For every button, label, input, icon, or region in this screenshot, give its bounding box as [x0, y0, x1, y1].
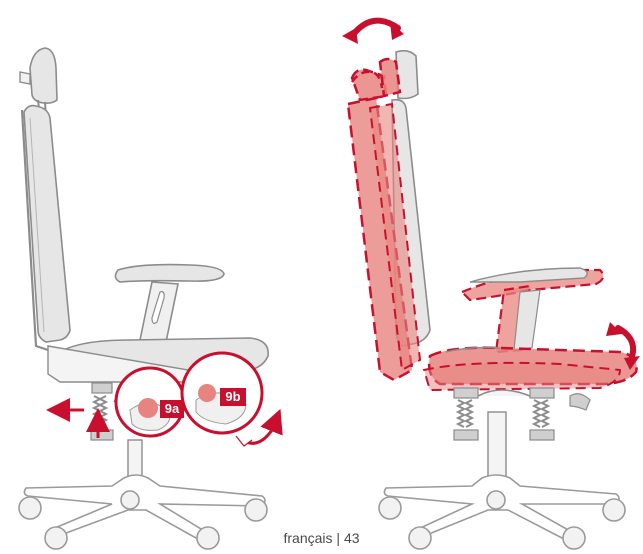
footer-separator: |	[336, 530, 340, 546]
callout-9b: 9b	[182, 353, 262, 433]
callout-9a: 9a	[116, 368, 184, 436]
right-mechanism	[454, 388, 590, 440]
right-armrest-highlight	[462, 268, 603, 352]
right-gas-column	[488, 412, 506, 482]
left-chair: 9a 9b	[19, 48, 276, 549]
right-chair	[342, 21, 640, 549]
page-footer: français | 43	[0, 530, 643, 546]
footer-page-number: 43	[344, 530, 360, 546]
left-backrest	[22, 106, 70, 350]
footer-language: français	[283, 530, 332, 546]
left-armrest	[115, 265, 224, 342]
svg-text:9a: 9a	[165, 401, 180, 416]
svg-text:9b: 9b	[225, 389, 240, 404]
right-seat-highlight	[424, 348, 637, 391]
curved-double-arrow-icon	[342, 21, 404, 44]
left-gas-column	[128, 440, 142, 480]
